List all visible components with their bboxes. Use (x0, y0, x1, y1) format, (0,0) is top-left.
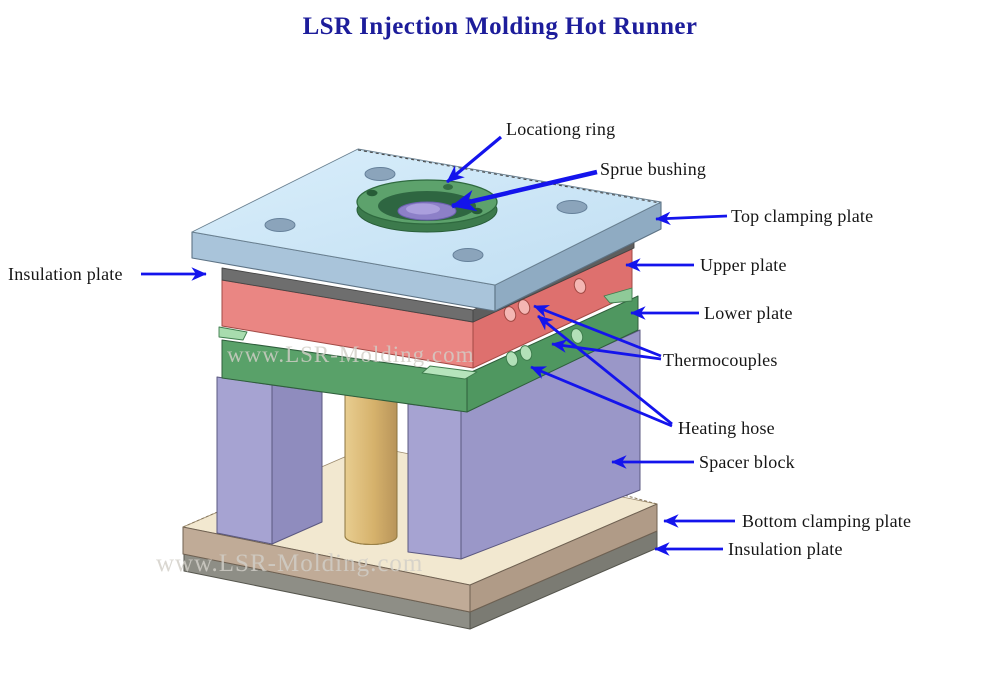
lower-plate-shape (221, 295, 639, 413)
locating-ring-arrow (445, 135, 503, 184)
leader-arrows (141, 135, 735, 556)
label-upper-plate: Upper plate (700, 255, 787, 275)
sprue-bushing-arrow (450, 169, 598, 212)
thermocouples-arrow-2 (551, 339, 662, 361)
label-insulation-plate-bottom: Insulation plate (728, 539, 843, 559)
sprue-bushing-shape (397, 201, 457, 221)
page-title: LSR Injection Molding Hot Runner (302, 13, 698, 40)
label-thermocouples: Thermocouples (663, 350, 778, 370)
label-top-clamping-plate: Top clamping plate (731, 206, 874, 226)
thermocouples-arrow-1 (533, 304, 662, 358)
label-sprue-bushing: Sprue bushing (600, 159, 707, 179)
support-cylinder-shape (344, 394, 398, 545)
heating-hose-arrow-1 (537, 314, 673, 426)
spacer-block-shape (216, 329, 641, 560)
label-spacer-block: Spacer block (699, 452, 795, 472)
label-bottom-clamping-plate: Bottom clamping plate (742, 511, 912, 531)
label-heating-hose: Heating hose (678, 418, 775, 438)
lower-plate-corner-tabs (218, 287, 633, 380)
heating-hose-arrow-2 (530, 365, 673, 428)
label-insulation-plate-left: Insulation plate (8, 264, 123, 284)
label-lower-plate: Lower plate (704, 303, 793, 323)
watermark-middle: www.LSR-Molding.com (227, 342, 475, 367)
watermark-bottom: www.LSR-Molding.com (156, 550, 424, 577)
bolt-holes (264, 167, 588, 262)
top-clamping-plate-arrow (655, 211, 728, 226)
label-locating-ring: Locationg ring (506, 119, 616, 139)
locating-ring-shape (356, 179, 498, 233)
